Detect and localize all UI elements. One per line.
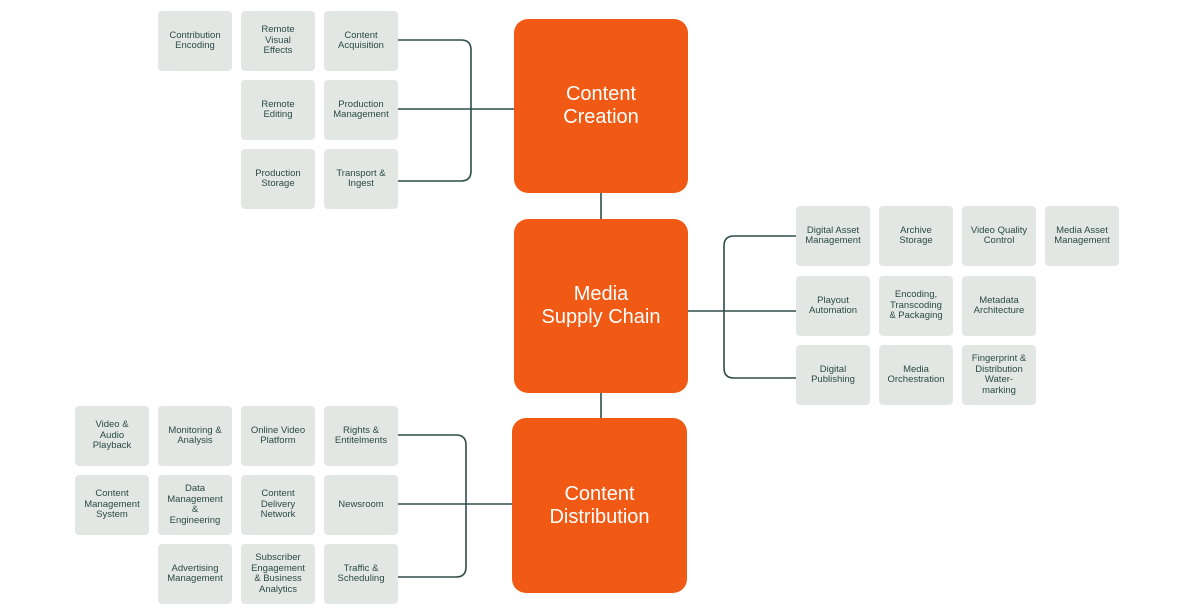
tile-fingerprint-distribution-watermarking: Fingerprint & Distribution Water- markin… bbox=[962, 345, 1036, 405]
tile-newsroom: Newsroom bbox=[324, 475, 398, 535]
tile-production-storage: Production Storage bbox=[241, 149, 315, 209]
distribution-bracket-connector bbox=[398, 434, 467, 578]
creation-bracket-connector bbox=[398, 39, 472, 182]
tile-data-management-engineering: Data Management & Engineering bbox=[158, 475, 232, 535]
tile-content-management-system: Content Management System bbox=[75, 475, 149, 535]
tile-online-video-platform: Online Video Platform bbox=[241, 406, 315, 466]
tile-subscriber-engagement-business-analytics: Subscriber Engagement & Business Analyti… bbox=[241, 544, 315, 604]
tile-content-acquisition: Content Acquisition bbox=[324, 11, 398, 71]
tile-video-audio-playback: Video & Audio Playback bbox=[75, 406, 149, 466]
tile-advertising-management: Advertising Management bbox=[158, 544, 232, 604]
tile-rights-entitlements: Rights & Entitelments bbox=[324, 406, 398, 466]
tile-playout-automation: Playout Automation bbox=[796, 276, 870, 336]
tile-remote-editing: Remote Editing bbox=[241, 80, 315, 140]
content-distribution-hub: Content Distribution bbox=[512, 418, 687, 593]
tile-media-asset-management: Media Asset Management bbox=[1045, 206, 1119, 266]
tile-content-delivery-network: Content Delivery Network bbox=[241, 475, 315, 535]
tile-metadata-architecture: Metadata Architecture bbox=[962, 276, 1036, 336]
tile-encoding-transcoding-packaging: Encoding, Transcoding & Packaging bbox=[879, 276, 953, 336]
tile-digital-publishing: Digital Publishing bbox=[796, 345, 870, 405]
tile-remote-visual-effects: Remote Visual Effects bbox=[241, 11, 315, 71]
tile-contribution-encoding: Contribution Encoding bbox=[158, 11, 232, 71]
content-creation-hub: Content Creation bbox=[514, 19, 688, 193]
tile-traffic-scheduling: Traffic & Scheduling bbox=[324, 544, 398, 604]
tile-production-management: Production Management bbox=[324, 80, 398, 140]
supply-bracket-connector bbox=[723, 235, 796, 379]
tile-media-orchestration: Media Orchestration bbox=[879, 345, 953, 405]
tile-archive-storage: Archive Storage bbox=[879, 206, 953, 266]
tile-transport-ingest: Transport & Ingest bbox=[324, 149, 398, 209]
media-supply-chain-hub: Media Supply Chain bbox=[514, 219, 688, 393]
tile-video-quality-control: Video Quality Control bbox=[962, 206, 1036, 266]
tile-monitoring-analysis: Monitoring & Analysis bbox=[158, 406, 232, 466]
tile-digital-asset-management: Digital Asset Management bbox=[796, 206, 870, 266]
